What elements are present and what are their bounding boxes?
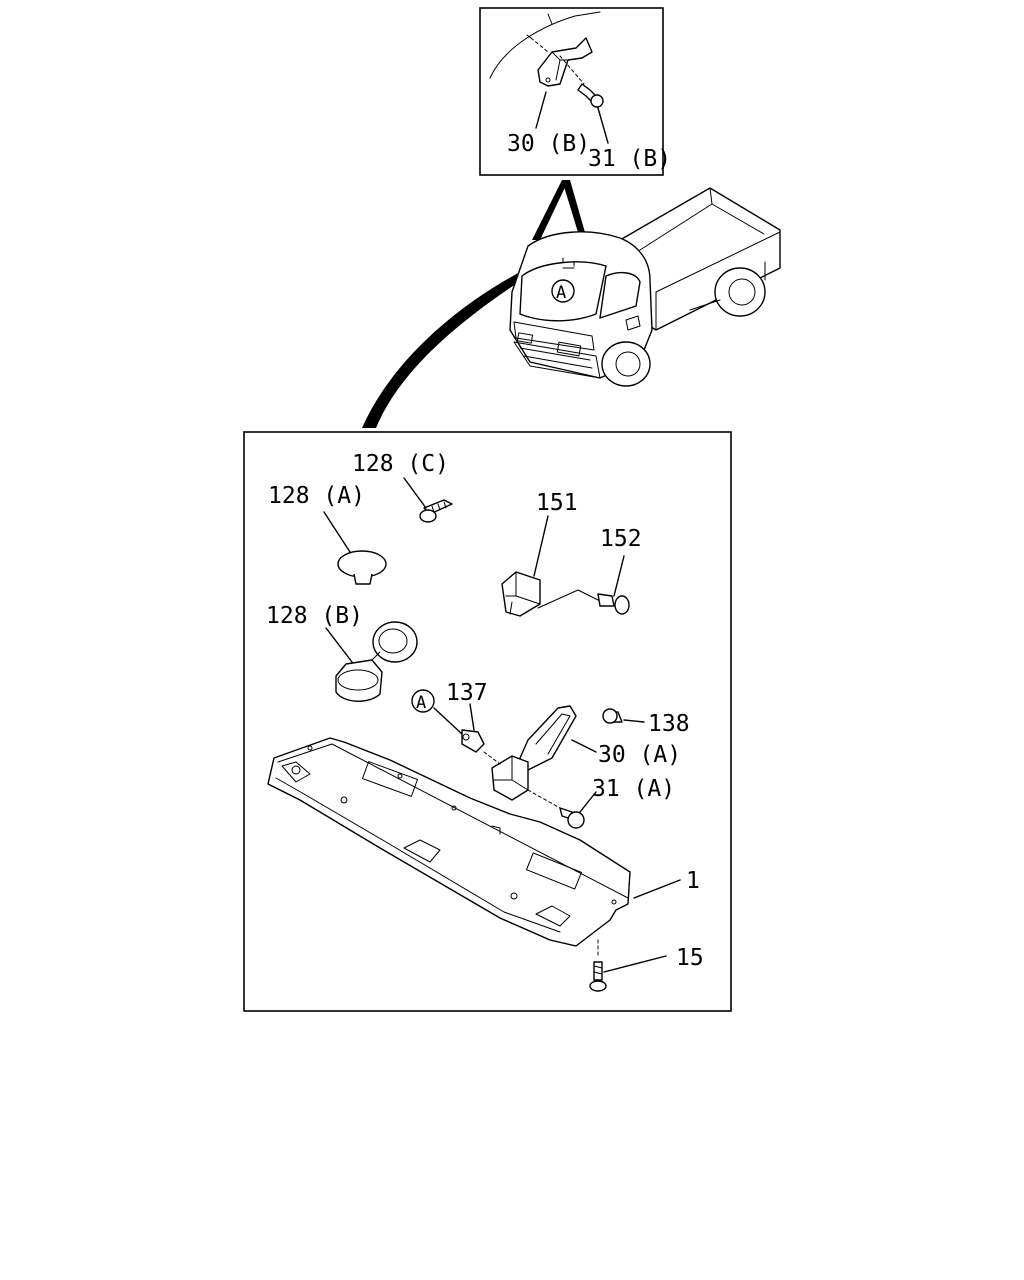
truck-illustration: A	[509, 187, 781, 387]
leader-151	[533, 515, 549, 577]
connector-wedge-lower	[362, 272, 528, 428]
leader-dash	[530, 37, 585, 85]
leader-31b	[597, 107, 609, 144]
cap-128b	[335, 621, 418, 702]
dash-30a	[483, 751, 561, 809]
label-137: 137	[446, 680, 488, 706]
leader-128a	[323, 511, 351, 553]
reference-circle-truck	[551, 279, 575, 303]
inset-frame	[479, 7, 664, 176]
panel-cover-1	[267, 737, 631, 947]
main-detail-frame	[243, 431, 732, 1012]
inset-detail-b: 30 (B) 31 (B)	[479, 7, 671, 176]
screw-15	[589, 961, 607, 992]
leader-128c	[403, 477, 427, 509]
leader-1	[633, 879, 681, 899]
reference-a-truck: A	[556, 283, 566, 303]
leader-31a	[579, 791, 597, 813]
label-138: 138	[648, 711, 690, 737]
screw-128c	[419, 499, 453, 523]
connector-wedge-top-left	[532, 180, 568, 240]
bolt-31b	[577, 83, 604, 108]
front-wheel	[601, 341, 651, 387]
leader-15	[603, 955, 667, 973]
label-1: 1	[686, 868, 700, 894]
label-128b: 128 (B)	[266, 603, 363, 629]
pin-152	[597, 593, 630, 615]
leader-138	[623, 719, 645, 723]
bumper	[513, 341, 601, 379]
label-128c: 128 (C)	[352, 451, 449, 477]
grille	[513, 321, 595, 351]
label-31b: 31 (B)	[588, 146, 671, 172]
nut-138	[602, 708, 623, 724]
leader-30a	[571, 739, 597, 753]
roof-line	[489, 11, 601, 79]
reference-a-detail: A	[416, 693, 426, 713]
label-128a: 128 (A)	[268, 483, 365, 509]
clip-151	[501, 571, 541, 617]
label-151: 151	[536, 490, 578, 516]
rear-wheel	[714, 267, 766, 317]
leader-ref-a	[433, 707, 463, 735]
side-window	[599, 271, 641, 319]
label-152: 152	[600, 526, 642, 552]
dash-151-152	[537, 589, 599, 609]
tab-137	[461, 729, 485, 753]
label-15: 15	[676, 945, 704, 971]
reference-circle-detail	[411, 689, 435, 713]
roof-marks	[526, 13, 553, 39]
label-30b: 30 (B)	[507, 131, 590, 157]
bracket-30a	[491, 705, 577, 801]
leader-30b	[535, 91, 547, 129]
leader-128b	[325, 627, 353, 663]
leader-137	[469, 703, 475, 731]
plug-128a	[337, 550, 387, 585]
leader-152	[613, 555, 625, 597]
screw-31a	[559, 807, 585, 829]
label-30a: 30 (A)	[598, 742, 681, 768]
label-31a: 31 (A)	[592, 776, 675, 802]
